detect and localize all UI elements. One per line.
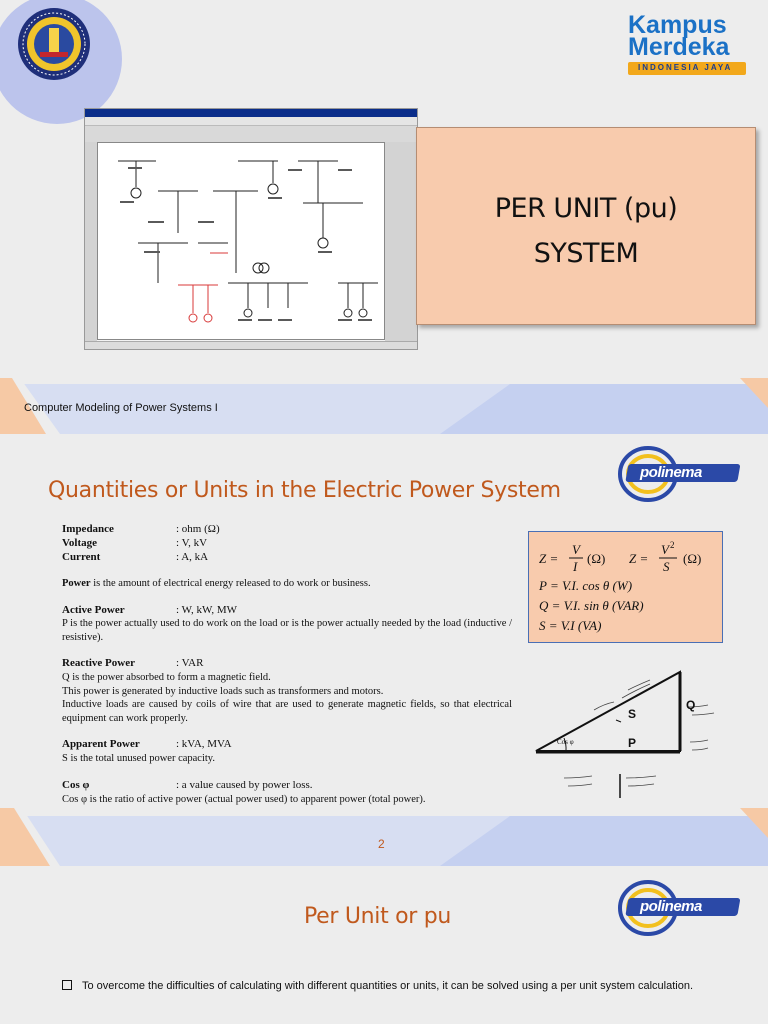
apparent-power-value: : kVA, MVA <box>176 738 232 750</box>
apparent-power-label: Apparent Power <box>62 738 140 750</box>
merdeka-word: Merdeka <box>628 33 730 61</box>
svg-text:Z =: Z = <box>539 551 558 566</box>
power-text: is the amount of electrical energy relea… <box>90 578 371 589</box>
triangle-label-q: Q <box>686 698 696 712</box>
impedance-label: Impedance <box>62 523 114 535</box>
formula-s: S = V.I (VA) <box>539 618 602 633</box>
svg-text:Z =: Z = <box>629 551 648 566</box>
window-titlebar <box>85 109 417 117</box>
triangle-angle-label: Cos φ <box>557 738 574 746</box>
cos-phi-text: Cos φ is the ratio of active power (actu… <box>62 794 426 805</box>
triangle-label-s: S <box>628 707 637 721</box>
active-power-text: P is the power actually used to do work … <box>62 618 512 643</box>
polinema-logo: polinema <box>618 444 748 506</box>
kampus-tagline-bar <box>628 62 746 75</box>
kampus-word: Kampus <box>628 11 727 39</box>
slide-title: Quantities or Units in the Electric Powe… <box>48 478 561 503</box>
svg-text:(Ω): (Ω) <box>587 551 605 566</box>
svg-text:I: I <box>572 559 578 574</box>
slide-title-line1: PER UNIT (pu) <box>494 193 678 224</box>
kampus-merdeka-logo: Kampus Merdeka INDONESIA JAYA <box>624 12 754 82</box>
polinema-swoosh <box>618 446 740 502</box>
svg-text:(Ω): (Ω) <box>683 551 701 566</box>
reactive-power-text-3: Inductive loads are caused by coils of w… <box>62 699 512 724</box>
voltage-label: Voltage <box>62 537 98 549</box>
window-menubar <box>85 117 417 126</box>
left-toolbar <box>85 142 97 342</box>
slide-title: Per Unit or pu <box>304 904 452 929</box>
formula-q: Q = V.I. sin θ (VAR) <box>539 598 644 613</box>
current-label: Current <box>62 551 101 563</box>
page-number: 2 <box>378 837 385 851</box>
svg-text:S: S <box>663 559 670 574</box>
reactive-power-label: Reactive Power <box>62 657 135 669</box>
one-line-canvas <box>97 142 385 340</box>
reactive-power-value: : VAR <box>176 657 204 669</box>
one-line-diagram <box>118 160 378 323</box>
active-power-label: Active Power <box>62 604 125 616</box>
active-power-value: : W, kW, MW <box>176 604 238 616</box>
per-unit-slide: Per Unit or pu polinema To overcome the … <box>0 866 768 1024</box>
bullet-text: To overcome the difficulties of calculat… <box>82 980 694 992</box>
window-toolbar <box>85 126 417 142</box>
polinema-swoosh <box>618 880 740 936</box>
cos-phi-label: Cos φ <box>62 779 90 791</box>
cos-phi-value: : a value caused by power loss. <box>176 779 313 791</box>
units-slide: Quantities or Units in the Electric Powe… <box>0 434 768 866</box>
triangle-label-p: P <box>628 736 637 750</box>
checkbox-bullet-icon <box>62 980 72 990</box>
reactive-power-text-2: This power is generated by inductive loa… <box>62 686 384 697</box>
polinema-text: polinema <box>640 898 702 915</box>
right-toolbar <box>385 142 417 342</box>
power-triangle <box>535 670 715 798</box>
bottom-right-wedge <box>440 808 768 866</box>
impedance-value: : ohm (Ω) <box>176 523 220 535</box>
etap-screenshot <box>84 108 418 350</box>
bottom-left-wedge <box>0 808 60 866</box>
impedance-formulas: Z = V I (Ω) Z = V 2 S (Ω) <box>539 540 701 574</box>
polinema-logo: polinema <box>618 878 748 940</box>
formula-p: P = V.I. cos θ (W) <box>539 578 633 593</box>
power-term: Power <box>62 578 91 589</box>
footer-left-wedge <box>0 378 60 434</box>
apparent-power-text: S is the total unused power capacity. <box>62 753 215 764</box>
slide-title-line2: SYSTEM <box>533 238 639 269</box>
title-slide: Kampus Merdeka INDONESIA JAYA <box>0 0 768 434</box>
svg-text:V: V <box>572 542 582 557</box>
svg-text:V: V <box>661 542 671 557</box>
footer-text: Computer Modeling of Power Systems I <box>24 402 218 414</box>
footer-right-wedge <box>440 378 768 434</box>
voltage-value: : V, kV <box>176 537 208 549</box>
title-box: PER UNIT (pu) SYSTEM <box>416 127 756 325</box>
kampus-tagline: INDONESIA JAYA <box>638 63 733 72</box>
polytechnic-emblem <box>18 8 90 80</box>
polinema-text: polinema <box>640 464 702 481</box>
current-value: : A, kA <box>176 551 209 563</box>
formula-box: Z = V I (Ω) Z = V 2 S (Ω) P = V.I. cos θ… <box>528 531 723 643</box>
power-definition: Power is the amount of electrical energy… <box>62 577 512 591</box>
window-statusbar <box>85 341 417 349</box>
svg-text:2: 2 <box>670 540 675 550</box>
reactive-power-text-1: Q is the power absorbed to form a magnet… <box>62 672 271 683</box>
